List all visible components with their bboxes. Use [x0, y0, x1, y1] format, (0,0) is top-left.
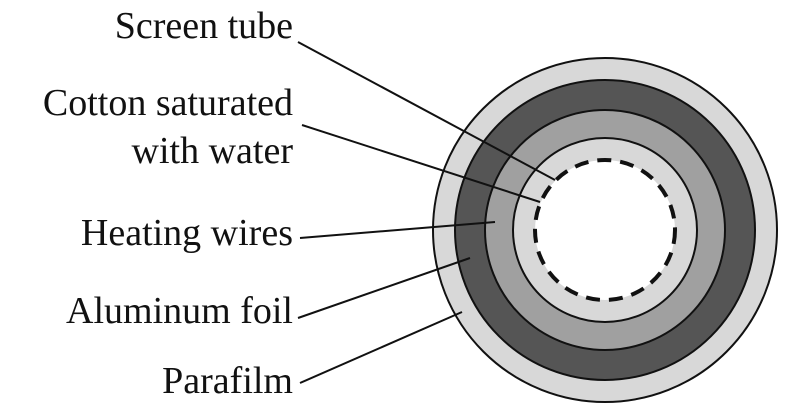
- label-parafilm: Parafilm: [162, 360, 293, 402]
- label-cotton-line2: with water: [132, 130, 294, 172]
- labels: Screen tube Cotton saturated with water …: [43, 5, 293, 402]
- label-aluminum-foil: Aluminum foil: [66, 290, 293, 332]
- leader-line-parafilm: [299, 311, 463, 384]
- leader-line-heating-wires: [299, 221, 496, 239]
- label-screen-tube: Screen tube: [115, 5, 293, 47]
- leader-lines: [297, 41, 556, 384]
- screen-tube-dashed-circle: [533, 158, 677, 302]
- cross-section-rings: [432, 57, 778, 403]
- leader-line-cotton: [301, 124, 541, 203]
- leader-line-aluminum-foil: [297, 257, 471, 319]
- label-cotton-line1: Cotton saturated: [43, 82, 293, 124]
- leader-line-screen-tube: [297, 41, 556, 181]
- label-heating-wires: Heating wires: [81, 212, 293, 254]
- screen-tube-core: [535, 160, 675, 300]
